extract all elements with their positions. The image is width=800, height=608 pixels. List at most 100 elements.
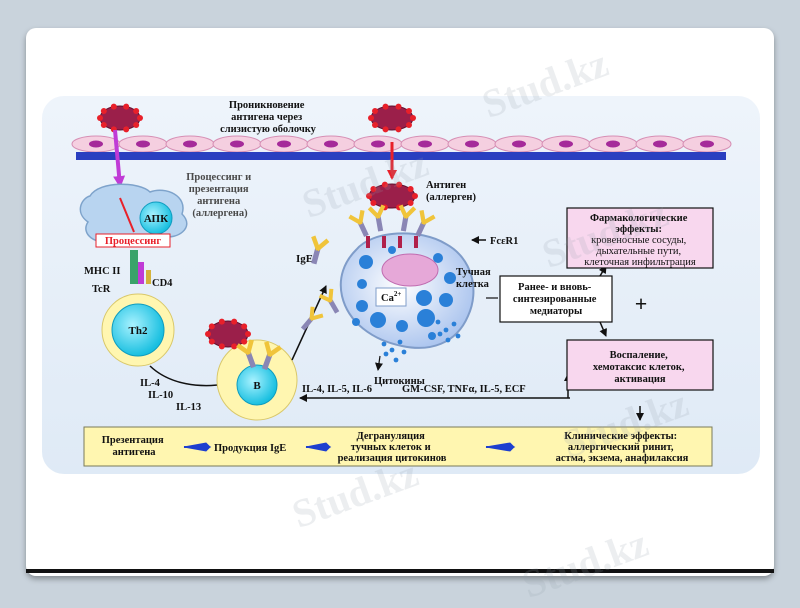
basement-membrane bbox=[76, 152, 726, 160]
antigen-dot bbox=[208, 338, 215, 345]
granule bbox=[396, 320, 408, 332]
b-cell-nucleus bbox=[236, 364, 278, 406]
antibody bbox=[367, 204, 386, 232]
antigen-dot bbox=[370, 185, 377, 192]
processing-badge bbox=[95, 233, 171, 248]
antigen-dot bbox=[412, 193, 418, 199]
b-cell-receptor-right bbox=[261, 341, 282, 371]
processing-presentation-label: Процессинг и презентация антигена (аллер… bbox=[186, 172, 254, 219]
cd4-label: CD4 bbox=[152, 278, 173, 289]
antigen-dot bbox=[370, 200, 377, 207]
antigen-penetrating-center bbox=[368, 103, 416, 133]
antigen-label: Антиген (аллерген) bbox=[426, 180, 476, 203]
antibody-arm-right bbox=[310, 313, 324, 321]
inflammation-box bbox=[566, 339, 714, 391]
antigen-dot bbox=[133, 122, 140, 129]
mast-cytokines-label: GM-CSF, TNFα, IL-5, ECF bbox=[402, 384, 526, 395]
granule bbox=[417, 309, 435, 327]
antigen-dot bbox=[231, 318, 238, 325]
antigen-dot bbox=[100, 107, 107, 114]
slide-bottom-line bbox=[26, 569, 774, 573]
antibody-arm-right bbox=[315, 238, 330, 252]
inflammation-text: Воспаление, хемотаксис клеток, активация bbox=[593, 350, 687, 385]
epithelial-nucleus bbox=[559, 140, 573, 148]
antigen-dot bbox=[368, 115, 374, 121]
antigen-dot bbox=[241, 323, 248, 330]
granule bbox=[439, 293, 453, 307]
released-granule bbox=[455, 333, 461, 339]
mediators-box bbox=[499, 275, 613, 323]
mast-cell-nucleus bbox=[381, 253, 439, 287]
antibody bbox=[415, 209, 436, 237]
cytokine-release-arrow bbox=[375, 355, 383, 371]
epithelial-nucleus bbox=[183, 140, 197, 148]
mediators-to-inflammation-arrow bbox=[599, 321, 607, 337]
released-granule bbox=[393, 357, 399, 363]
free-ige-2 bbox=[318, 288, 340, 314]
calcium-box bbox=[375, 287, 407, 307]
antigen-dot bbox=[407, 200, 414, 207]
flow-step-ige: Продукция IgE bbox=[214, 443, 286, 454]
flow-step-clinical: Клинические эффекты: аллергический ринит… bbox=[556, 431, 689, 464]
epithelial-nucleus bbox=[230, 140, 244, 148]
granule bbox=[357, 279, 367, 289]
mhc-molecule bbox=[130, 250, 138, 284]
receptor-stalk bbox=[414, 236, 418, 248]
released-granule bbox=[389, 347, 395, 353]
epithelial-nucleus bbox=[700, 140, 714, 148]
receptor-stalk bbox=[398, 236, 402, 248]
antigen-uptake-arrow bbox=[113, 129, 126, 188]
epithelial-nucleus bbox=[653, 140, 667, 148]
antibody-stem bbox=[400, 215, 409, 232]
bound-ige bbox=[348, 204, 436, 237]
antigen-on-b-cell bbox=[205, 318, 251, 350]
antigen-dot bbox=[231, 343, 238, 350]
antigen-dot bbox=[205, 331, 211, 337]
mhc-label: MHC II bbox=[84, 266, 120, 277]
antigen-dot bbox=[97, 115, 103, 121]
antigen-dot bbox=[137, 115, 143, 121]
granule bbox=[416, 290, 432, 306]
antibody bbox=[311, 235, 330, 265]
pharm-effects-box bbox=[566, 207, 714, 269]
antibody-arm-right bbox=[358, 209, 365, 225]
antibody bbox=[236, 339, 257, 369]
epithelial-nucleus bbox=[89, 140, 103, 148]
released-granule bbox=[451, 321, 457, 327]
granule bbox=[352, 318, 360, 326]
antigen-dot bbox=[110, 103, 117, 110]
cytokines-label: Цитокины bbox=[374, 376, 425, 387]
antigen-dot bbox=[366, 193, 372, 199]
antibody bbox=[318, 288, 340, 314]
antigen-dot bbox=[218, 318, 225, 325]
cd4-molecule bbox=[146, 270, 151, 284]
epithelial-nucleus bbox=[277, 140, 291, 148]
released-granule bbox=[401, 349, 407, 355]
antigen-dot bbox=[396, 181, 403, 188]
antigen-dot bbox=[208, 323, 215, 330]
antigen-dot bbox=[245, 331, 251, 337]
ige-label: IgE bbox=[296, 253, 313, 265]
flow-step-degranulation: Дегрануляция тучных клеток и реализация … bbox=[338, 431, 447, 464]
antigen-dot bbox=[395, 126, 402, 133]
th2-cytokines-label: IL-4 IL-10 IL-13 bbox=[140, 378, 201, 413]
antigen-dot bbox=[372, 107, 379, 114]
antibody-stem bbox=[311, 247, 321, 265]
antigen-penetrating-left bbox=[97, 103, 143, 133]
released-granule bbox=[435, 319, 441, 325]
released-granule bbox=[381, 341, 387, 347]
antibody-stem bbox=[357, 220, 369, 237]
granule bbox=[359, 255, 373, 269]
mast-cell-granules bbox=[352, 246, 456, 340]
antigen-dot bbox=[405, 122, 412, 129]
antibody-stem bbox=[375, 215, 384, 232]
granule bbox=[356, 300, 368, 312]
antigen-dot bbox=[410, 115, 416, 121]
antibody-arm-right bbox=[403, 206, 417, 220]
apc-label: АПК bbox=[144, 213, 168, 225]
penetration-label: Проникновение антигена через слизистую о… bbox=[220, 100, 317, 135]
antibody bbox=[300, 306, 324, 331]
antibody-stem bbox=[261, 353, 273, 371]
epithelial-nucleus bbox=[606, 140, 620, 148]
antigen-dot bbox=[382, 103, 389, 110]
